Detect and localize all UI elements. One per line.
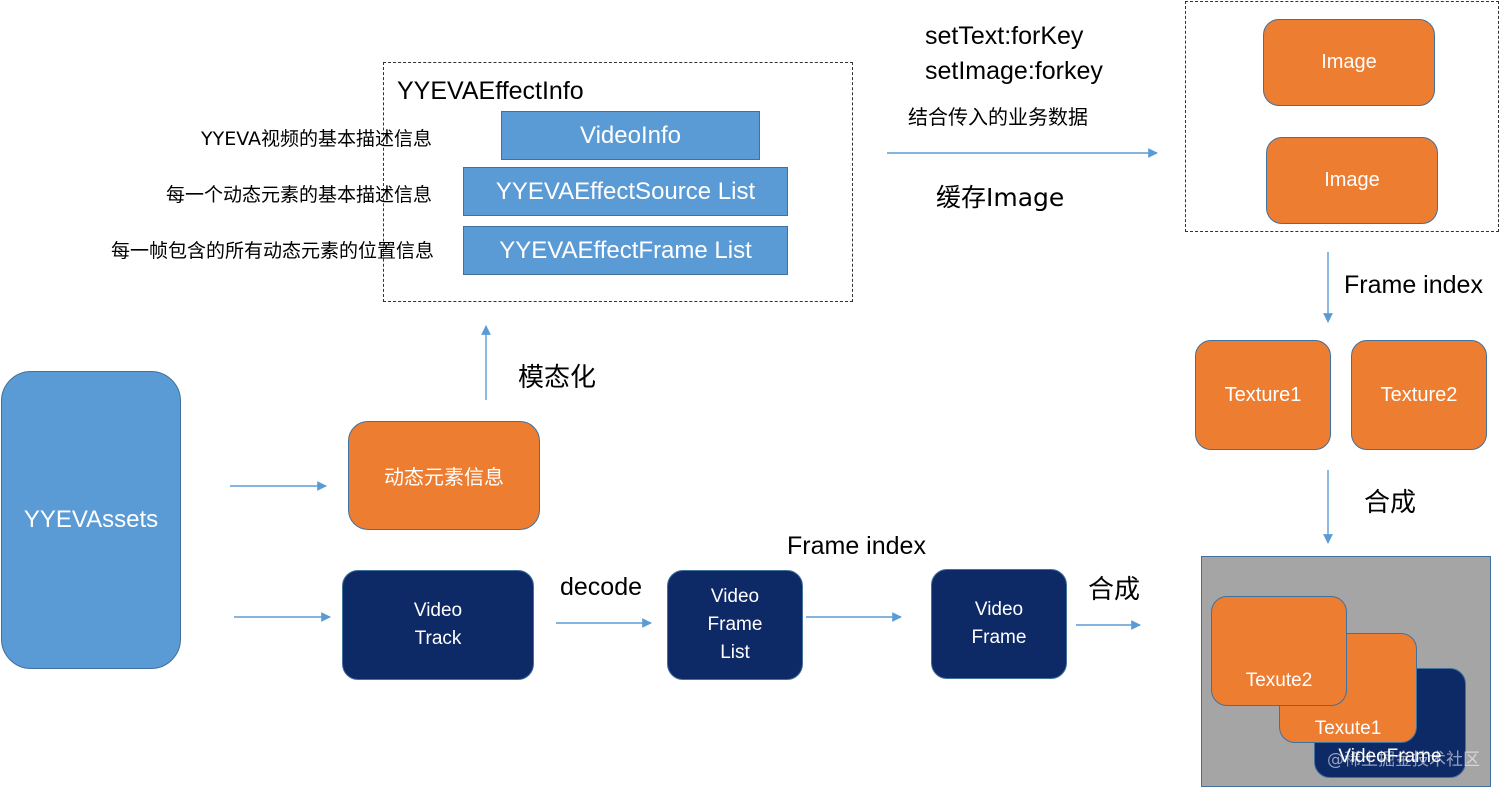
dynamic-element-info-box: 动态元素信息	[348, 421, 540, 530]
business-data-note: 结合传入的业务数据	[908, 105, 1088, 129]
decode-label: decode	[560, 573, 643, 601]
frame-index-bottom-label: Frame index	[787, 532, 926, 560]
compose-bottom-label: 合成	[1088, 575, 1141, 605]
set-image-label: setImage:forkey	[925, 57, 1103, 85]
composite-videoframe-label: VideoFrame	[1338, 746, 1442, 767]
frame-index-right-label: Frame index	[1344, 271, 1483, 299]
effect-frame-list-bar: YYEVAEffectFrame List	[463, 226, 788, 275]
image-box-1: Image	[1263, 19, 1435, 106]
desc-effect-source: 每一个动态元素的基本描述信息	[165, 184, 432, 206]
video-frame-box: Video Frame	[931, 569, 1067, 679]
composite-frame: VideoFrame Texute1 Texute2	[1201, 556, 1491, 787]
texture2-box: Texture2	[1351, 340, 1487, 450]
yyevassets-box: YYEVAssets	[1, 371, 181, 669]
compose-right-label: 合成	[1364, 488, 1417, 518]
videoinfo-bar: VideoInfo	[501, 111, 760, 160]
desc-videoinfo: YYEVA视频的基本描述信息	[201, 128, 432, 150]
yyevassets-label: YYEVAssets	[23, 506, 159, 533]
composite-texute1-label: Texute1	[1314, 718, 1382, 739]
video-track-box: Video Track	[342, 570, 534, 680]
effect-info-title: YYEVAEffectInfo	[397, 77, 584, 105]
image-box-2: Image	[1266, 137, 1438, 224]
effect-source-list-bar: YYEVAEffectSource List	[463, 167, 788, 216]
effect-info-group	[383, 62, 853, 302]
image-cache-group	[1185, 1, 1499, 232]
video-frame-list-box: Video Frame List	[667, 570, 803, 680]
composite-texute2: Texute2	[1211, 596, 1347, 706]
modalize-label: 模态化	[518, 363, 597, 393]
texture1-box: Texture1	[1195, 340, 1331, 450]
desc-effect-frame: 每一帧包含的所有动态元素的位置信息	[110, 240, 434, 262]
set-text-label: setText:forKey	[925, 22, 1084, 50]
watermark: @稀土掘金技术社区	[1327, 750, 1480, 770]
cache-image-label: 缓存Image	[936, 183, 1065, 212]
composite-texute2-label: Texute2	[1245, 670, 1313, 691]
